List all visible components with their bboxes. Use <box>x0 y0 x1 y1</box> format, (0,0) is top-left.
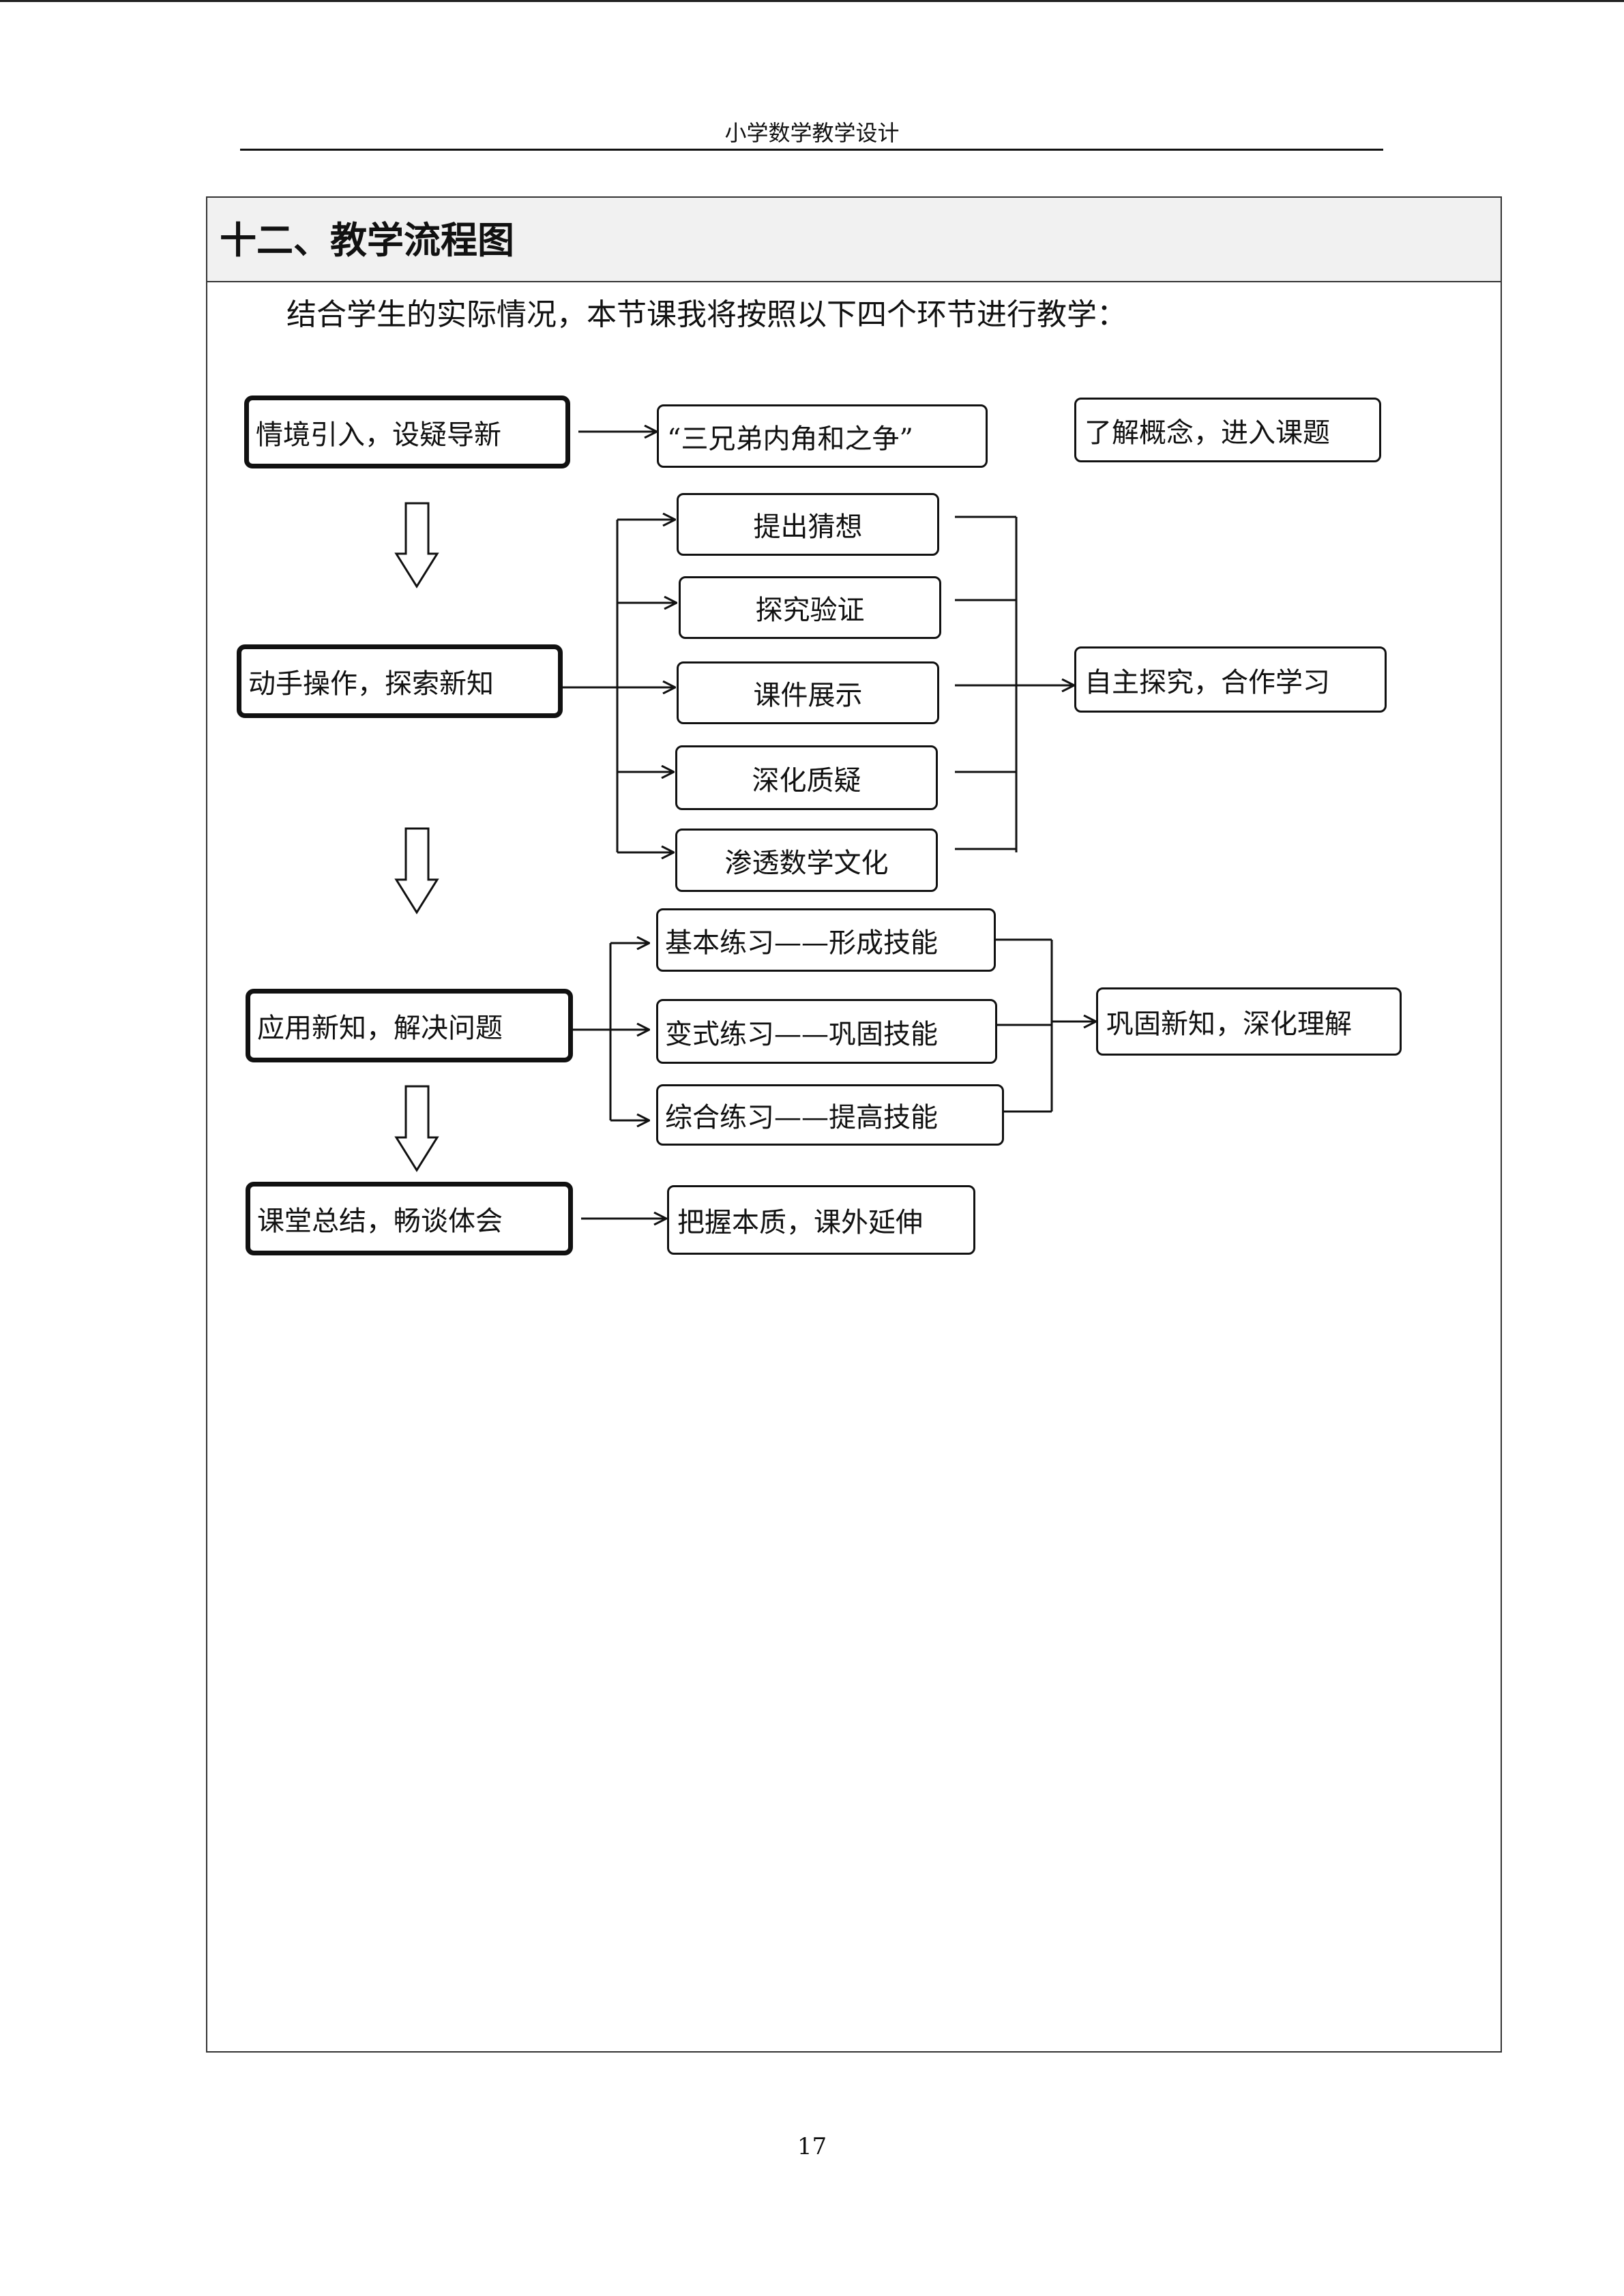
stage3-step: 综合练习——提高技能 <box>656 1084 1004 1146</box>
stage4-box: 课堂总结，畅谈体会 <box>246 1182 573 1255</box>
down-arrow-2 <box>394 827 439 914</box>
page-top-border <box>0 0 1624 2</box>
stage1-activity-box: “三兄弟内角和之争” <box>657 404 988 468</box>
stage3-goal-box: 巩固新知，深化理解 <box>1096 987 1402 1056</box>
content-frame <box>206 196 1502 2053</box>
stage3-step: 基本练习——形成技能 <box>656 908 996 972</box>
stage2-box: 动手操作，探索新知 <box>237 644 563 718</box>
stage1-box: 情境引入，设疑导新 <box>244 396 570 468</box>
running-header: 小学数学教学设计 <box>724 120 900 146</box>
stage4-activity-box: 把握本质，课外延伸 <box>667 1185 975 1255</box>
intro-text: 结合学生的实际情况，本节课我将按照以下四个环节进行教学： <box>286 297 1127 332</box>
header-rule <box>240 149 1383 151</box>
section-title: 十二、教学流程图 <box>220 218 514 262</box>
stage2-step: 渗透数学文化 <box>675 829 938 892</box>
stage2-step: 提出猜想 <box>677 493 939 556</box>
page-number: 17 <box>797 2133 827 2160</box>
stage3-box: 应用新知，解决问题 <box>246 989 573 1062</box>
stage2-step: 探究验证 <box>679 576 941 639</box>
section-heading-bar <box>207 198 1501 282</box>
down-arrow-3 <box>394 1085 439 1172</box>
stage1-goal-box: 了解概念，进入课题 <box>1074 398 1381 462</box>
stage3-step: 变式练习——巩固技能 <box>656 999 997 1064</box>
stage2-step: 深化质疑 <box>675 745 938 810</box>
down-arrow-1 <box>394 502 439 588</box>
stage2-goal-box: 自主探究，合作学习 <box>1074 646 1387 713</box>
stage2-step: 课件展示 <box>677 661 939 724</box>
